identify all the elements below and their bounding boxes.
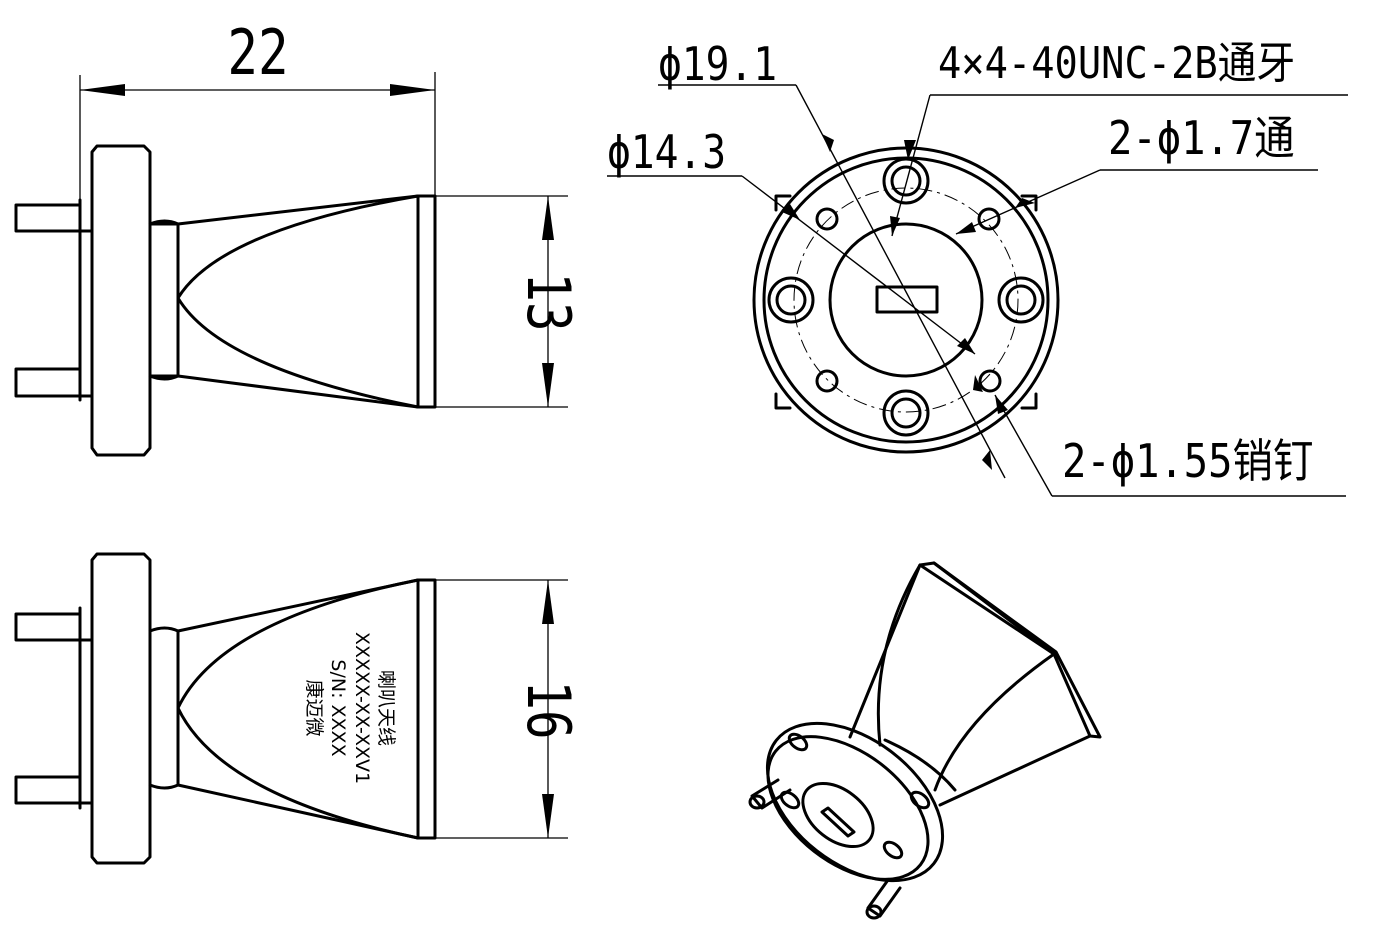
engraving-line-2: XXXXX-XX-XXV1 [351, 632, 373, 784]
flange [90, 144, 152, 457]
horn-taper-2 [176, 578, 420, 840]
callout-dowel-pins: 2-ϕ1.55销钉 [1062, 436, 1313, 489]
callout-pin-circle: ϕ14.3 [607, 126, 726, 180]
dim-aperture-height: 13 [514, 272, 584, 331]
iso-flange [765, 721, 945, 883]
iso-aperture [918, 561, 1102, 739]
aperture-rim-2 [416, 578, 437, 840]
pin-lower [14, 367, 94, 398]
pin-holes [815, 207, 1002, 393]
dim-aperture-width: 16 [514, 680, 584, 739]
dim-length: 22 [227, 17, 288, 89]
iso-pin-2 [866, 878, 902, 918]
pin-lower-2 [14, 775, 94, 805]
pin-upper [14, 203, 94, 233]
iso-pin-1 [750, 778, 792, 810]
bolt-circle [793, 187, 1019, 413]
engraving-line-1: 喇叭天线 [375, 670, 397, 746]
side-view-bottom: 喇叭天线 XXXXX-XX-XXV1 S/N: XXXX 康迈微 16 [14, 552, 584, 865]
threaded-holes [767, 157, 1045, 437]
pin-upper-2 [14, 612, 94, 642]
callout-thread-holes: 4×4-40UNC-2B通牙 [938, 38, 1295, 89]
isometric-view [748, 561, 1102, 920]
aperture-rim [416, 194, 437, 409]
callout-through-holes: 2-ϕ1.7通 [1108, 113, 1295, 166]
horn-taper [176, 194, 420, 409]
center-boss [828, 222, 984, 378]
flange-2 [90, 552, 152, 865]
engraving-line-3: S/N: XXXX [327, 659, 349, 756]
engraving: 喇叭天线 XXXXX-XX-XXV1 S/N: XXXX 康迈微 [303, 632, 397, 784]
side-view-top: 22 13 [14, 17, 584, 457]
callout-bolt-circle: ϕ19.1 [658, 38, 777, 92]
waveguide-slot [875, 285, 939, 314]
engraving-line-4: 康迈微 [303, 679, 325, 736]
front-view: ϕ19.1 ϕ14.3 4×4-40UNC-2B通牙 2-ϕ1.7通 2-ϕ1.… [607, 38, 1348, 497]
